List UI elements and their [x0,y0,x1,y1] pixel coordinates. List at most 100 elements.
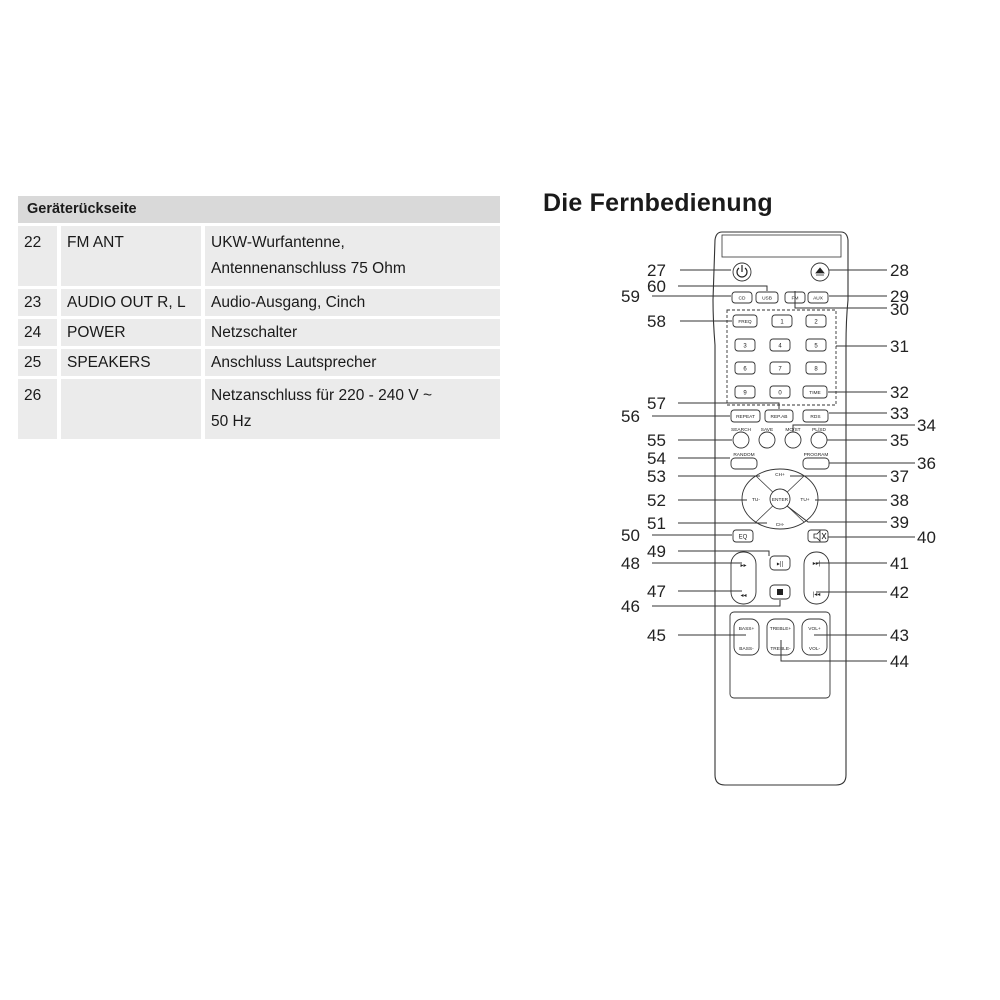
volume-up-button[interactable]: VOL+ [808,626,821,632]
enter-button[interactable] [769,488,791,510]
callout-number: 43 [890,626,909,645]
row-description-line: Antennenanschluss 75 Ohm [211,260,406,277]
digit-4-button[interactable] [769,338,791,352]
table-row: 26 Netzanschluss für 220 - 240 V ~ 50 Hz [18,379,500,439]
callout-number: 48 [621,554,640,573]
time-button[interactable] [802,385,828,399]
play-pause-button[interactable] [769,555,791,571]
tu-down-button[interactable]: TU- [752,497,760,503]
repeat-button[interactable] [730,409,761,423]
play-pause-icon: ▸|| [777,562,784,568]
row-number: 26 [18,379,57,439]
cd-button[interactable] [731,291,753,304]
digit-5-button[interactable] [805,338,827,352]
digit-0-label: 0 [778,391,782,397]
stop-icon [777,589,783,595]
rewind-icon[interactable]: ◂◂ [740,593,746,599]
cd-label: CD [739,296,746,302]
eq-button[interactable] [732,529,754,543]
random-button[interactable] [730,457,758,470]
bass-down-button[interactable]: BASS- [739,646,754,652]
digit-3-button[interactable] [734,338,756,352]
random-label: RANDOM [733,452,754,458]
remote-control-section: Die Fernbedienung CD USB FM AUX FREQ 1 2… [540,185,1000,805]
callout-number: 28 [890,261,909,280]
repeat-label: REPEAT [736,414,755,420]
table-header: Geräterückseite [18,196,500,223]
navigation-ring [741,468,819,530]
volume-down-button[interactable]: VOL- [809,646,821,652]
callout-number: 59 [621,287,640,306]
bass-up-button[interactable]: BASS+ [739,626,755,632]
digit-9-label: 9 [743,391,747,397]
digit-2-button[interactable] [805,314,827,328]
row-name: POWER [61,319,201,346]
digit-9-button[interactable] [734,385,756,399]
rds-label: RDS [810,414,820,420]
digit-1-button[interactable] [771,314,793,328]
digit-8-button[interactable] [805,361,827,375]
remote-body [712,231,849,786]
row-number: 22 [18,226,57,286]
rds-button[interactable] [802,409,829,423]
callout-number: 50 [621,526,640,545]
save-button[interactable] [758,431,776,449]
callout-number: 49 [647,542,666,561]
digit-8-label: 8 [814,367,818,373]
callout-number: 60 [647,277,666,296]
treble-up-button[interactable]: TREBLE+ [770,626,792,632]
freq-button[interactable] [732,314,758,328]
callout-number: 47 [647,582,666,601]
row-description-line: UKW-Wurfantenne, [211,234,345,251]
callout-number: 41 [890,554,909,573]
row-name: AUDIO OUT R, L [61,289,201,316]
digit-7-button[interactable] [769,361,791,375]
row-number: 24 [18,319,57,346]
lower-panel [729,611,831,699]
callout-number: 37 [890,467,909,486]
program-button[interactable] [802,457,830,470]
aux-label: AUX [813,296,824,302]
ff-rew-rocker [730,551,757,605]
row-name: SPEAKERS [61,349,201,376]
table-row: 24 POWER Netzschalter [18,319,500,346]
row-description: Netzschalter [205,319,500,346]
next-track-icon[interactable]: ▸▸| [813,561,821,567]
remote-diagram: CD USB FM AUX FREQ 1 2 3 4 5 6 7 8 9 0 T… [621,231,936,786]
digit-0-button[interactable] [769,385,791,399]
rep-ab-button[interactable] [764,409,794,423]
aux-button[interactable] [807,291,829,304]
freq-label: FREQ [738,319,752,325]
usb-button[interactable] [755,291,779,304]
row-name: FM ANT [61,226,201,286]
tu-up-button[interactable]: TU+ [800,497,809,503]
digit-6-button[interactable] [734,361,756,375]
search-button[interactable] [732,431,750,449]
ch-down-button[interactable]: CH- [776,522,785,528]
previous-track-icon[interactable]: |◂◂ [813,592,821,598]
row-number: 25 [18,349,57,376]
fast-forward-icon[interactable]: ▸▸ [740,563,746,569]
callout-number: 42 [890,583,909,602]
next-prev-rocker [803,551,830,605]
pl-sd-button[interactable] [810,431,828,449]
callout-number: 30 [890,300,909,319]
digit-4-label: 4 [778,344,782,350]
bass-rocker [733,618,760,656]
table-row: 25 SPEAKERS Anschluss Lautsprecher [18,349,500,376]
callout-number: 33 [890,404,909,423]
ch-up-button[interactable]: CH+ [775,472,785,478]
row-description: Anschluss Lautsprecher [205,349,500,376]
callout-number: 55 [647,431,666,450]
search-label: SEARCH [731,427,752,433]
row-number: 23 [18,289,57,316]
callout-number: 56 [621,407,640,426]
row-description-line: Netzanschluss für 220 - 240 V ~ [211,387,432,404]
mo-st-button[interactable] [784,431,802,449]
mute-button[interactable] [807,529,829,543]
eject-icon [815,267,825,276]
usb-label: USB [762,296,772,302]
table-row: 22 FM ANT UKW-Wurfantenne, Antennenansch… [18,226,500,286]
remote-title: Die Fernbedienung [543,189,773,217]
callout-number: 54 [647,449,666,468]
